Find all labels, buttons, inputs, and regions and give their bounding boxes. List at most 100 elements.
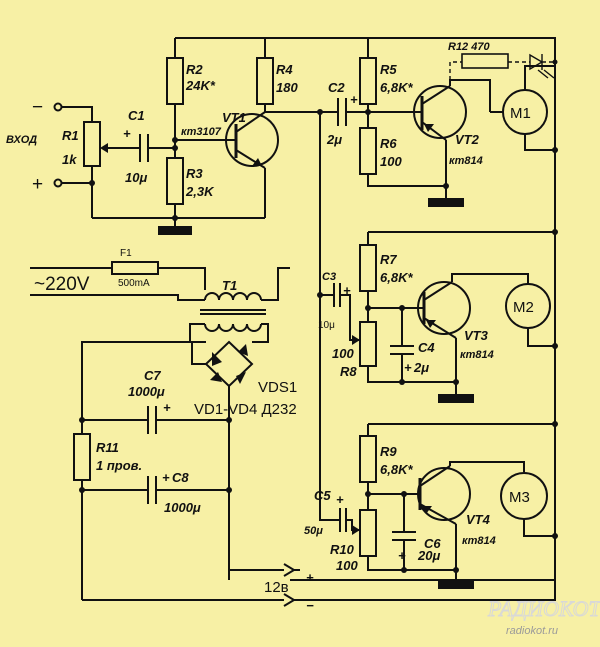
signal-bus bbox=[317, 112, 340, 521]
c4-polarity: + bbox=[404, 360, 412, 375]
r9-ref: R9 bbox=[380, 444, 397, 459]
vds1-desc: VD1-VD4 Д232 bbox=[194, 401, 297, 418]
input-label: ВХОД bbox=[6, 134, 37, 146]
diode-bridge-vds1: VDS1 VD1-VD4 Д232 bbox=[81, 340, 297, 580]
mains-voltage: ~220V bbox=[34, 274, 90, 295]
r2-value: 24K* bbox=[185, 78, 216, 93]
output-12v: 12в + − bbox=[82, 563, 556, 613]
r10-ref: R10 bbox=[330, 542, 355, 557]
m3-ref: M3 bbox=[509, 489, 530, 506]
power-supply: ~220V F1 500mA T1 VDS1 bbox=[30, 248, 556, 613]
vt3-ref: VT3 bbox=[464, 328, 489, 343]
vt3-type: кт814 bbox=[460, 349, 494, 361]
c6-value: 20μ bbox=[417, 548, 440, 563]
r8-ref: R8 bbox=[340, 364, 357, 379]
r5-ref: R5 bbox=[380, 62, 397, 77]
vt2-type: кт814 bbox=[449, 155, 483, 167]
ground-2 bbox=[428, 198, 464, 207]
power-rails bbox=[174, 37, 556, 581]
vt1-transistor: VT1 кт3107 bbox=[181, 109, 323, 218]
watermark: РАДИОКОТ radiokot.ru bbox=[487, 596, 600, 638]
r1-ref: R1 bbox=[62, 128, 79, 143]
c7-polarity: + bbox=[163, 400, 171, 415]
r1-potentiometer: R1 1k bbox=[62, 121, 140, 167]
channel-2: C3 + 10μ R7 6,8K* 100 R8 C4 + 2μ VT3 кт8… bbox=[318, 229, 558, 403]
input-terminal-plus bbox=[53, 178, 63, 188]
c4-value: 2μ bbox=[413, 360, 429, 375]
input-minus: − bbox=[32, 97, 43, 118]
r9-value: 6,8K* bbox=[380, 462, 413, 477]
r6-ref: R6 bbox=[380, 136, 397, 151]
r12-ref: R12 470 bbox=[448, 41, 490, 53]
r2-ref: R2 bbox=[186, 62, 203, 77]
vt4-ref: VT4 bbox=[466, 512, 491, 527]
r10-value: 100 bbox=[336, 558, 358, 573]
c2-polarity: + bbox=[350, 92, 358, 107]
c2-capacitor: C2 + 2μ bbox=[320, 80, 368, 147]
watermark-site: radiokot.ru bbox=[506, 625, 558, 637]
c3-polarity: + bbox=[343, 283, 351, 298]
c2-ref: C2 bbox=[328, 80, 345, 95]
vt4-type: кт814 bbox=[462, 535, 496, 547]
vt1-ref: VT1 bbox=[222, 110, 246, 125]
vt2-ref: VT2 bbox=[455, 132, 480, 147]
r11-resistor: R11 1 пров. bbox=[73, 410, 142, 600]
transformer-t1: T1 bbox=[189, 267, 290, 343]
c8-polarity: + bbox=[162, 470, 170, 485]
c7-value: 1000μ bbox=[128, 384, 165, 399]
c7-ref: C7 bbox=[144, 368, 161, 383]
m1-ref: M1 bbox=[510, 105, 531, 122]
c5-ref: C5 bbox=[314, 488, 331, 503]
ground-3 bbox=[438, 394, 474, 403]
c1-value: 10μ bbox=[125, 170, 147, 185]
r4-value: 180 bbox=[276, 80, 298, 95]
input-stage: − + ВХОД bbox=[6, 97, 265, 219]
r7-value: 6,8K* bbox=[380, 270, 413, 285]
channel-1: R5 6,8K* R6 100 VT2 кт814 M1 R12 470 bbox=[359, 41, 558, 207]
c1-polarity: + bbox=[123, 126, 131, 141]
f1-value: 500mA bbox=[118, 278, 150, 289]
c5-value: 50μ bbox=[304, 525, 323, 537]
ground-4 bbox=[438, 580, 474, 589]
output-plus: + bbox=[306, 570, 314, 585]
c1-ref: C1 bbox=[128, 108, 145, 123]
vt1-type: кт3107 bbox=[181, 126, 222, 138]
output-minus: − bbox=[306, 598, 314, 613]
c6-ref: C6 bbox=[424, 536, 441, 551]
c8-value: 1000μ bbox=[164, 500, 201, 515]
c3-ref: C3 bbox=[322, 271, 336, 283]
r4-ref: R4 bbox=[276, 62, 293, 77]
f1-ref: F1 bbox=[120, 248, 132, 259]
r3-value: 2,3K bbox=[185, 184, 215, 199]
r11-ref: R11 bbox=[96, 440, 119, 455]
input-plus: + bbox=[32, 174, 43, 195]
c8-capacitor: + C8 1000μ bbox=[82, 470, 232, 515]
c6-polarity: + bbox=[398, 548, 406, 563]
c4-ref: C4 bbox=[418, 340, 435, 355]
r1-value: 1k bbox=[62, 152, 77, 167]
c1-capacitor: C1 + 10μ bbox=[123, 108, 175, 185]
c2-value: 2μ bbox=[326, 132, 342, 147]
t1-ref: T1 bbox=[222, 278, 237, 293]
r3-ref: R3 bbox=[186, 166, 203, 181]
c7-capacitor: C7 1000μ + bbox=[79, 368, 232, 434]
r6-value: 100 bbox=[380, 154, 402, 169]
channel-3: C5 + 50μ R9 6,8K* R10 100 C6 + 20μ VT4 к… bbox=[304, 421, 558, 589]
output-voltage: 12в bbox=[264, 579, 289, 596]
c8-ref: C8 bbox=[172, 470, 189, 485]
r7-ref: R7 bbox=[380, 252, 397, 267]
vds1-ref: VDS1 bbox=[258, 379, 297, 396]
fuse-f1 bbox=[111, 261, 159, 275]
r5-value: 6,8K* bbox=[380, 80, 413, 95]
r4-resistor: R4 180 bbox=[256, 57, 298, 112]
r11-value: 1 пров. bbox=[96, 458, 142, 473]
r8-value: 100 bbox=[332, 346, 354, 361]
m2-ref: M2 bbox=[513, 299, 534, 316]
input-terminal-minus bbox=[53, 102, 63, 112]
r2-r3-divider: R2 24K* R3 2,3K bbox=[158, 57, 236, 235]
watermark-logo: РАДИОКОТ bbox=[487, 596, 600, 621]
c5-polarity: + bbox=[336, 492, 344, 507]
c3-value: 10μ bbox=[318, 320, 335, 331]
ground-1 bbox=[158, 226, 192, 235]
